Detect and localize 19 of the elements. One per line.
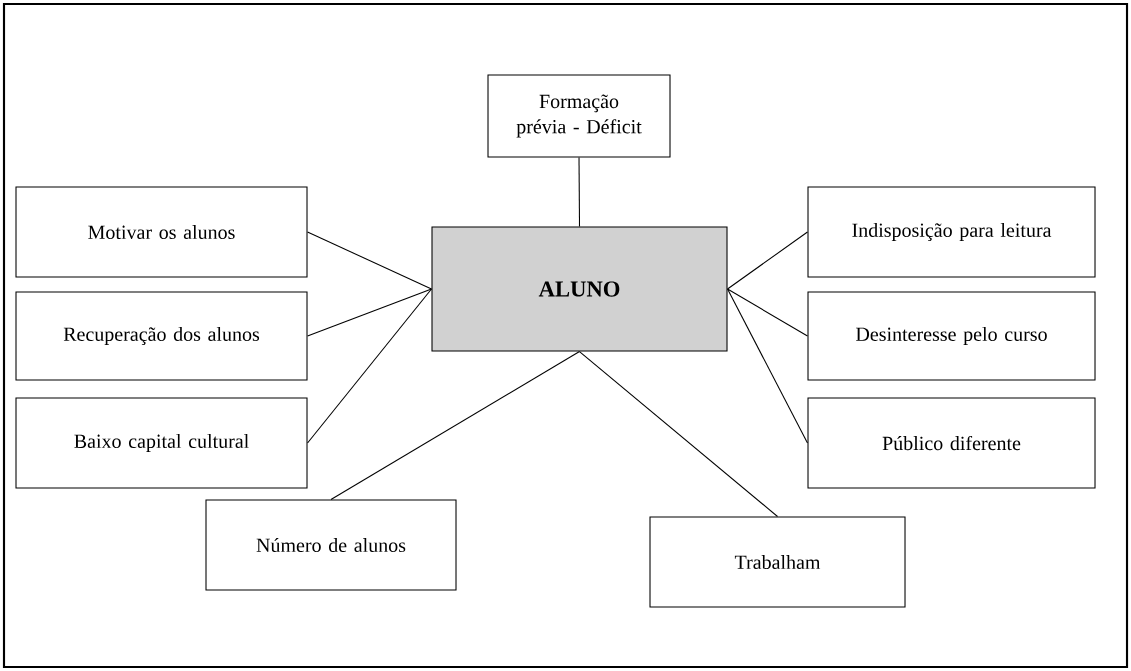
concept-box: Trabalham — [649, 516, 906, 608]
central-box: ALUNO — [431, 226, 728, 352]
concept-box: Baixo capital cultural — [15, 397, 308, 489]
concept-box: Motivar os alunos — [15, 186, 308, 278]
connector-line — [307, 288, 432, 444]
concept-box: Formação prévia - Déficit — [487, 74, 671, 158]
connector-line — [578, 351, 779, 517]
connector-line — [727, 231, 808, 290]
connector-line — [578, 157, 581, 227]
connector-line — [307, 231, 432, 290]
concept-box: Desinteresse pelo curso — [807, 291, 1096, 381]
concept-box: Público diferente — [807, 397, 1096, 489]
concept-box: Recuperação dos alunos — [15, 291, 308, 381]
concept-box: Indisposição para leitura — [807, 186, 1096, 278]
connector-line — [307, 288, 432, 337]
connector-line — [727, 288, 808, 337]
connector-line — [727, 288, 808, 444]
concept-box: Número de alunos — [205, 499, 457, 591]
connector-line — [330, 351, 581, 500]
